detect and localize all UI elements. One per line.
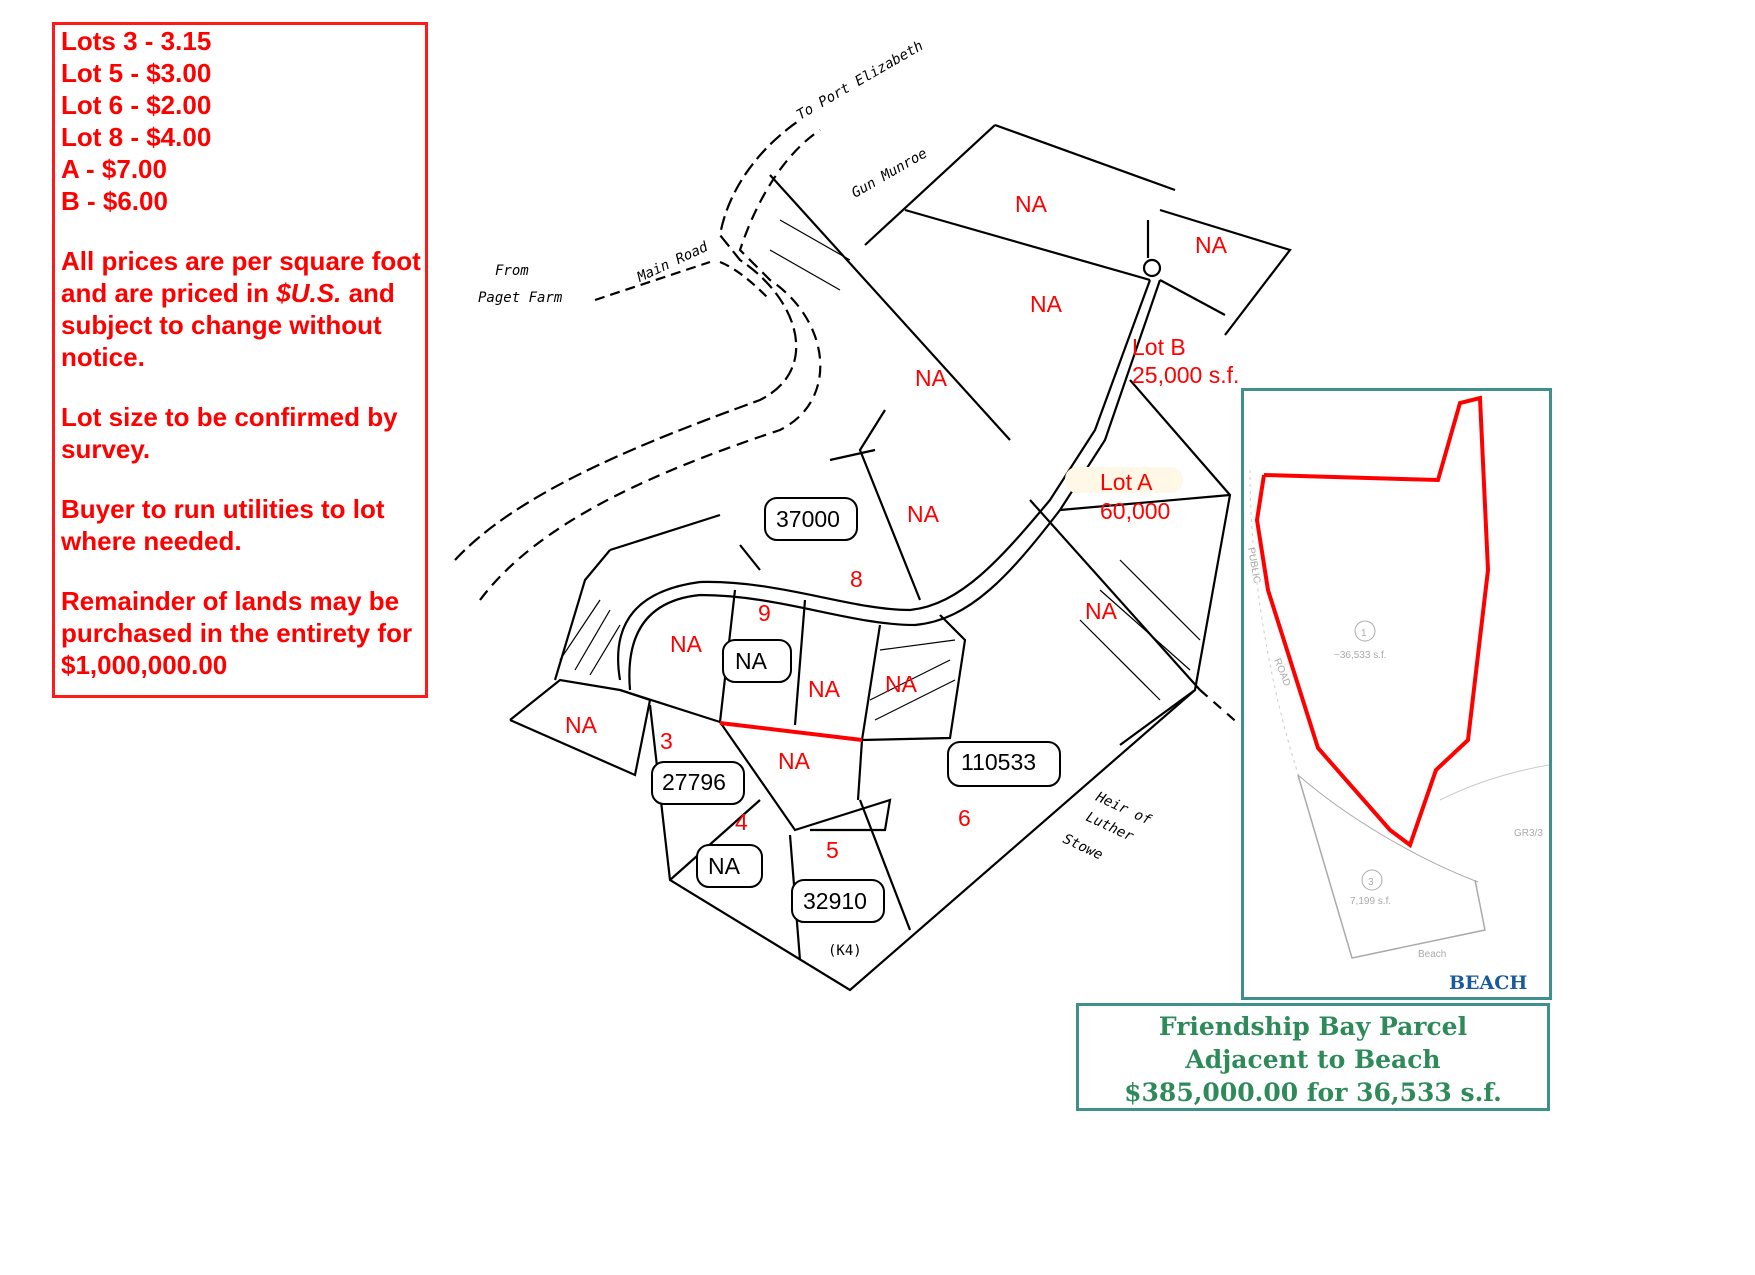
price-lot-5: Lot 5 - $3.00: [61, 58, 212, 88]
lot-4-label: 4: [735, 809, 748, 835]
na-label: NA: [1015, 191, 1048, 217]
price-list-panel: Lots 3 - 3.15 Lot 5 - $3.00 Lot 6 - $2.0…: [52, 22, 428, 698]
lot-b-size: 25,000 s.f.: [1132, 362, 1239, 388]
k4-label: (K4): [828, 943, 862, 959]
paget-farm-label: Paget Farm: [478, 290, 563, 306]
beach-small-label: Beach: [1418, 949, 1446, 960]
price-lots-3: Lots 3 - 3.15: [61, 26, 212, 56]
na-label: NA: [565, 712, 598, 738]
price-lot-a: A - $7.00: [61, 154, 167, 184]
size-clouds: [651, 497, 1061, 923]
lot-size-27796: 27796: [662, 769, 726, 795]
na-label: NA: [915, 365, 948, 391]
na-label: NA: [1030, 291, 1063, 317]
lot-6-label: 6: [958, 805, 971, 831]
pricing-note-text: All prices are per square foot and are p…: [61, 246, 421, 308]
gr-label: GR3/3: [1514, 828, 1543, 839]
beach-parcel-inset: 1 ~36,533 s.f. 3 7,199 s.f. PUBLIC ROAD …: [1241, 388, 1552, 1000]
parcel-1-boundary: [1254, 395, 1491, 849]
parcel-1-number: 1: [1361, 628, 1367, 639]
lot-a-highlight: [1065, 467, 1183, 493]
caption-subtitle: Adjacent to Beach: [1185, 1045, 1441, 1074]
inset-map: 1 ~36,533 s.f. 3 7,199 s.f. PUBLIC ROAD …: [1245, 395, 1549, 994]
lot-8-label: 8: [850, 566, 863, 592]
na-label: NA: [1195, 232, 1228, 258]
na-label: NA: [885, 671, 918, 697]
stowe-label: Stowe: [1060, 831, 1105, 863]
to-port-elizabeth-label: To Port Elizabeth: [794, 38, 926, 124]
hatching: [559, 219, 1201, 721]
lot-size-32910: 32910: [803, 888, 867, 914]
price-lot-b: B - $6.00: [61, 186, 168, 216]
pricing-note: All prices are per square foot and are p…: [61, 245, 425, 373]
na-label: NA: [778, 748, 811, 774]
highlighted-boundary: [719, 721, 863, 742]
parcel-1-size: ~36,533 s.f.: [1334, 650, 1387, 661]
parcel-3-size: 7,199 s.f.: [1350, 896, 1391, 907]
lot-size-37000: 37000: [776, 506, 840, 532]
na-label: NA: [907, 501, 940, 527]
beach-label: BEACH: [1449, 972, 1527, 994]
from-label: From: [495, 263, 529, 279]
lot-a-size: 60,000: [1100, 498, 1170, 524]
caption-price: $385,000.00 for 36,533 s.f.: [1124, 1078, 1502, 1107]
lot-b-label: Lot B: [1132, 334, 1186, 360]
na-cloud-label: NA: [735, 648, 768, 674]
lot-a-label: Lot A: [1100, 469, 1153, 495]
na-label: NA: [670, 631, 703, 657]
na-label: NA: [808, 676, 841, 702]
parcel-3-boundary: [1297, 774, 1486, 959]
lot-3-label: 3: [660, 728, 673, 754]
main-road-label: Main Road: [634, 239, 711, 286]
lot-labels: NA NA NA NA NA NA NA NA NA NA NA NA NA L…: [565, 191, 1239, 914]
parcel-3-number: 3: [1368, 877, 1374, 888]
na-label: NA: [1085, 598, 1118, 624]
caption-title: Friendship Bay Parcel: [1158, 1012, 1468, 1041]
public-road-label: PUBLIC: [1245, 547, 1262, 584]
gun-munroe-label: Gun Munroe: [849, 145, 930, 201]
utilities-note: Buyer to run utilities to lot where need…: [61, 494, 385, 556]
survey-note: Lot size to be confirmed by survey.: [61, 402, 398, 464]
pricing-note-text-2: and subject to change without notice.: [61, 278, 395, 372]
price-lot-8: Lot 8 - $4.00: [61, 122, 212, 152]
parcel-caption: Friendship Bay Parcel Adjacent to Beach …: [1076, 1003, 1550, 1111]
price-lot-6: Lot 6 - $2.00: [61, 90, 212, 120]
currency-label: $U.S.: [276, 278, 342, 308]
lot-9-label: 9: [758, 600, 771, 626]
lot-5-label: 5: [826, 837, 839, 863]
na-cloud-label: NA: [708, 853, 741, 879]
remainder-note: Remainder of lands may be purchased in t…: [61, 586, 413, 680]
map-linework: [454, 119, 1292, 992]
lot-size-110533: 110533: [961, 749, 1036, 775]
